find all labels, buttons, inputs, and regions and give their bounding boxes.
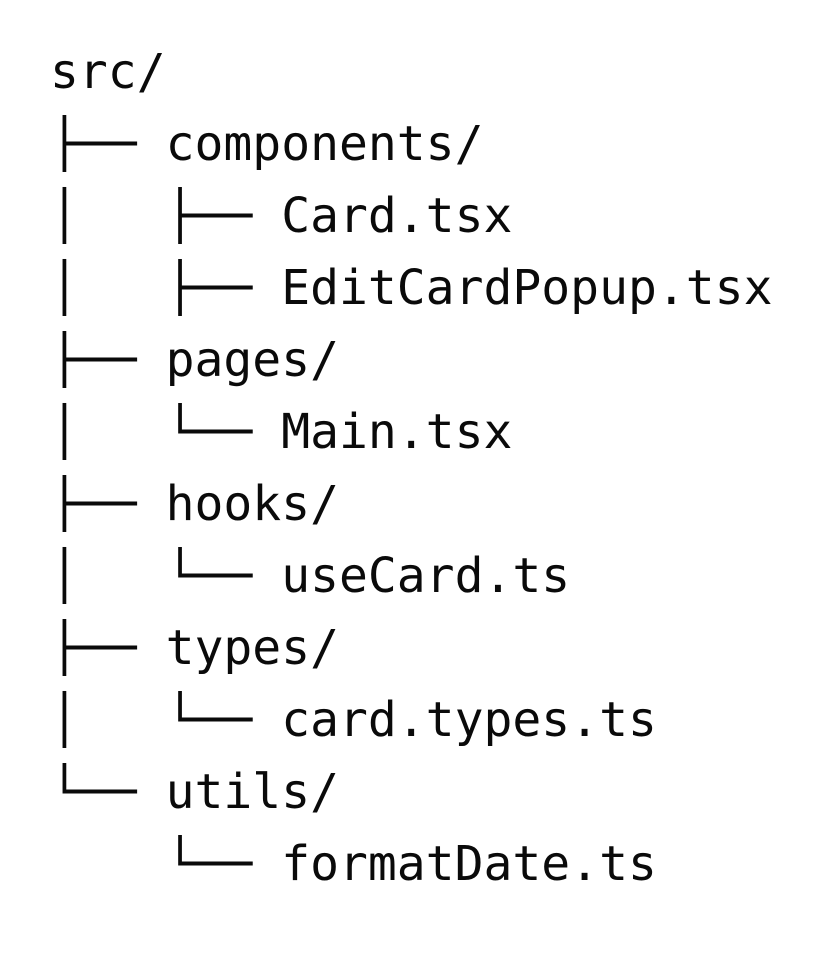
folder-label-src: src/ — [50, 44, 166, 100]
folder-label-components: components/ — [165, 116, 484, 172]
tree-branch-prefix: │ └── — [50, 404, 282, 460]
tree-row-folder-utils: └── utils/ — [50, 756, 822, 828]
tree-row-folder-components: ├── components/ — [50, 108, 822, 180]
tree-branch-prefix: └── — [50, 764, 166, 820]
folder-label-hooks: hooks/ — [165, 476, 339, 532]
folder-label-utils: utils/ — [165, 764, 339, 820]
tree-row-folder-pages: ├── pages/ — [50, 324, 822, 396]
folder-label-types: types/ — [165, 620, 339, 676]
tree-branch-prefix: ├── — [50, 476, 166, 532]
tree-branch-prefix: ├── — [50, 332, 166, 388]
file-label-card-tsx: Card.tsx — [281, 188, 513, 244]
tree-branch-prefix: │ ├── — [50, 188, 282, 244]
tree-branch-prefix: │ └── — [50, 692, 282, 748]
tree-row-file-card-tsx: │ ├── Card.tsx — [50, 180, 822, 252]
tree-row-folder-hooks: ├── hooks/ — [50, 468, 822, 540]
tree-row-file-card-types-ts: │ └── card.types.ts — [50, 684, 822, 756]
tree-branch-prefix: ├── — [50, 620, 166, 676]
tree-branch-prefix: ├── — [50, 116, 166, 172]
tree-branch-prefix: └── — [50, 836, 282, 892]
file-label-editcardpopup-tsx: EditCardPopup.tsx — [281, 260, 773, 316]
tree-branch-prefix: │ └── — [50, 548, 282, 604]
file-tree-diagram: src/ ├── components/ │ ├── Card.tsx │ ├─… — [50, 36, 822, 900]
tree-row-file-formatdate-ts: └── formatDate.ts — [50, 828, 822, 900]
tree-branch-prefix: │ ├── — [50, 260, 282, 316]
tree-row-folder-types: ├── types/ — [50, 612, 822, 684]
tree-row-file-main-tsx: │ └── Main.tsx — [50, 396, 822, 468]
file-label-formatdate-ts: formatDate.ts — [281, 836, 657, 892]
tree-row-file-editcardpopup-tsx: │ ├── EditCardPopup.tsx — [50, 252, 822, 324]
tree-row-file-usecard-ts: │ └── useCard.ts — [50, 540, 822, 612]
file-label-usecard-ts: useCard.ts — [281, 548, 571, 604]
file-label-main-tsx: Main.tsx — [281, 404, 513, 460]
file-label-card-types-ts: card.types.ts — [281, 692, 657, 748]
folder-label-pages: pages/ — [165, 332, 339, 388]
tree-row-root-src: src/ — [50, 36, 822, 108]
